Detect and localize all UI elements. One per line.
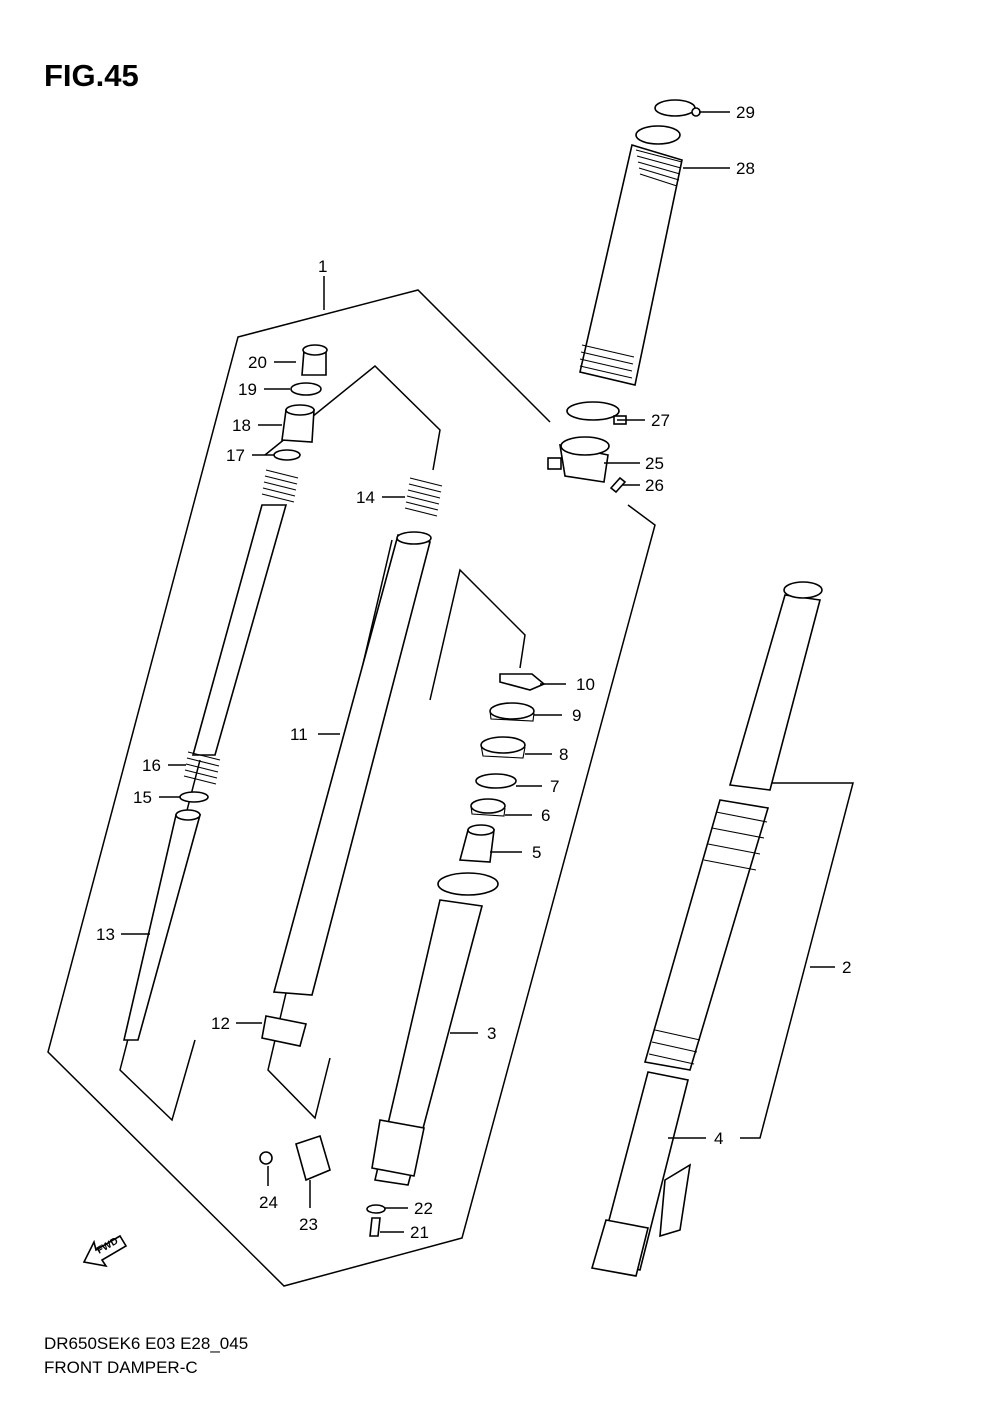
subassembly-outline-spring: [119, 364, 441, 1122]
part-9-dust-seal: [489, 702, 535, 722]
callout-28: 28: [736, 159, 755, 178]
callout-4: 4: [714, 1129, 723, 1148]
callout-18: 18: [232, 416, 251, 435]
callout-13: 13: [96, 925, 115, 944]
part-14-spring: [404, 477, 443, 517]
callout-1: 1: [318, 257, 327, 276]
part-19-o-ring: [290, 382, 322, 396]
callout-19: 19: [238, 380, 257, 399]
part-12-slide-bushing: [261, 1015, 307, 1047]
part-18-spacer: [281, 404, 315, 443]
callout-6: 6: [541, 806, 550, 825]
part-16-13-spring-rod: [122, 469, 299, 1041]
diagram-code: DR650SEK6 E03 E28_045: [44, 1334, 249, 1353]
callout-27: 27: [651, 411, 670, 430]
part-26-bolt: [609, 476, 627, 494]
part-17-washer: [273, 449, 301, 461]
callout-24: 24: [259, 1193, 278, 1212]
part-23-axle-holder: [295, 1134, 331, 1182]
part-25-fork-holder: [547, 436, 610, 483]
part-24-nut: [259, 1151, 273, 1165]
part-10-seal: [499, 673, 546, 691]
part-8-oil-seal: [480, 736, 526, 759]
part-4-outer-tube-ref: [659, 1163, 692, 1238]
subassembly-outline-inner-tube: [267, 539, 393, 1120]
callout-20: 20: [248, 353, 267, 372]
callout-12: 12: [211, 1014, 230, 1033]
assembly-outline-1: [47, 276, 656, 1287]
callout-9: 9: [572, 706, 581, 725]
callout-11: 11: [290, 725, 308, 744]
callout-23: 23: [299, 1215, 318, 1234]
callout-17: 17: [226, 446, 245, 465]
callout-25: 25: [645, 454, 664, 473]
callout-26: 26: [645, 476, 664, 495]
leader-lines: [121, 111, 730, 1233]
callout-21: 21: [410, 1223, 429, 1242]
callout-22: 22: [414, 1199, 433, 1218]
part-2-fork-assembly: [590, 581, 823, 1277]
assembly-outline-2: [740, 782, 854, 1139]
callout-10: 10: [576, 675, 595, 694]
fwd-arrow-icon: FWD: [82, 1234, 128, 1268]
callout-16: 16: [142, 756, 161, 775]
figure-title: FIG.45: [44, 58, 139, 93]
callout-5: 5: [532, 843, 541, 862]
part-20-cap-bolt: [301, 344, 328, 376]
callout-7: 7: [550, 777, 559, 796]
callout-15: 15: [133, 788, 152, 807]
callout-8: 8: [559, 745, 568, 764]
diagram-name: FRONT DAMPER-C: [44, 1358, 198, 1377]
callout-labels: 1 2 3 4 5 6 7 8 9 10 11 12 13 14 15 16 1…: [96, 103, 851, 1242]
part-6-bushing: [470, 798, 506, 817]
part-28-fork-boot: [579, 125, 683, 386]
part-21-bolt: [369, 1217, 381, 1237]
part-5-bushing: [458, 824, 495, 863]
callout-3: 3: [487, 1024, 496, 1043]
callout-14: 14: [356, 488, 375, 507]
part-22-gasket: [366, 1204, 386, 1214]
callout-2: 2: [842, 958, 851, 977]
part-11-inner-tube: [272, 531, 432, 996]
callout-29: 29: [736, 103, 755, 122]
part-3-outer-tube: [371, 872, 499, 1186]
subassembly-outline-outer-tube: [429, 568, 526, 701]
part-29-clamp: [654, 99, 701, 117]
part-7-washer: [475, 773, 517, 789]
